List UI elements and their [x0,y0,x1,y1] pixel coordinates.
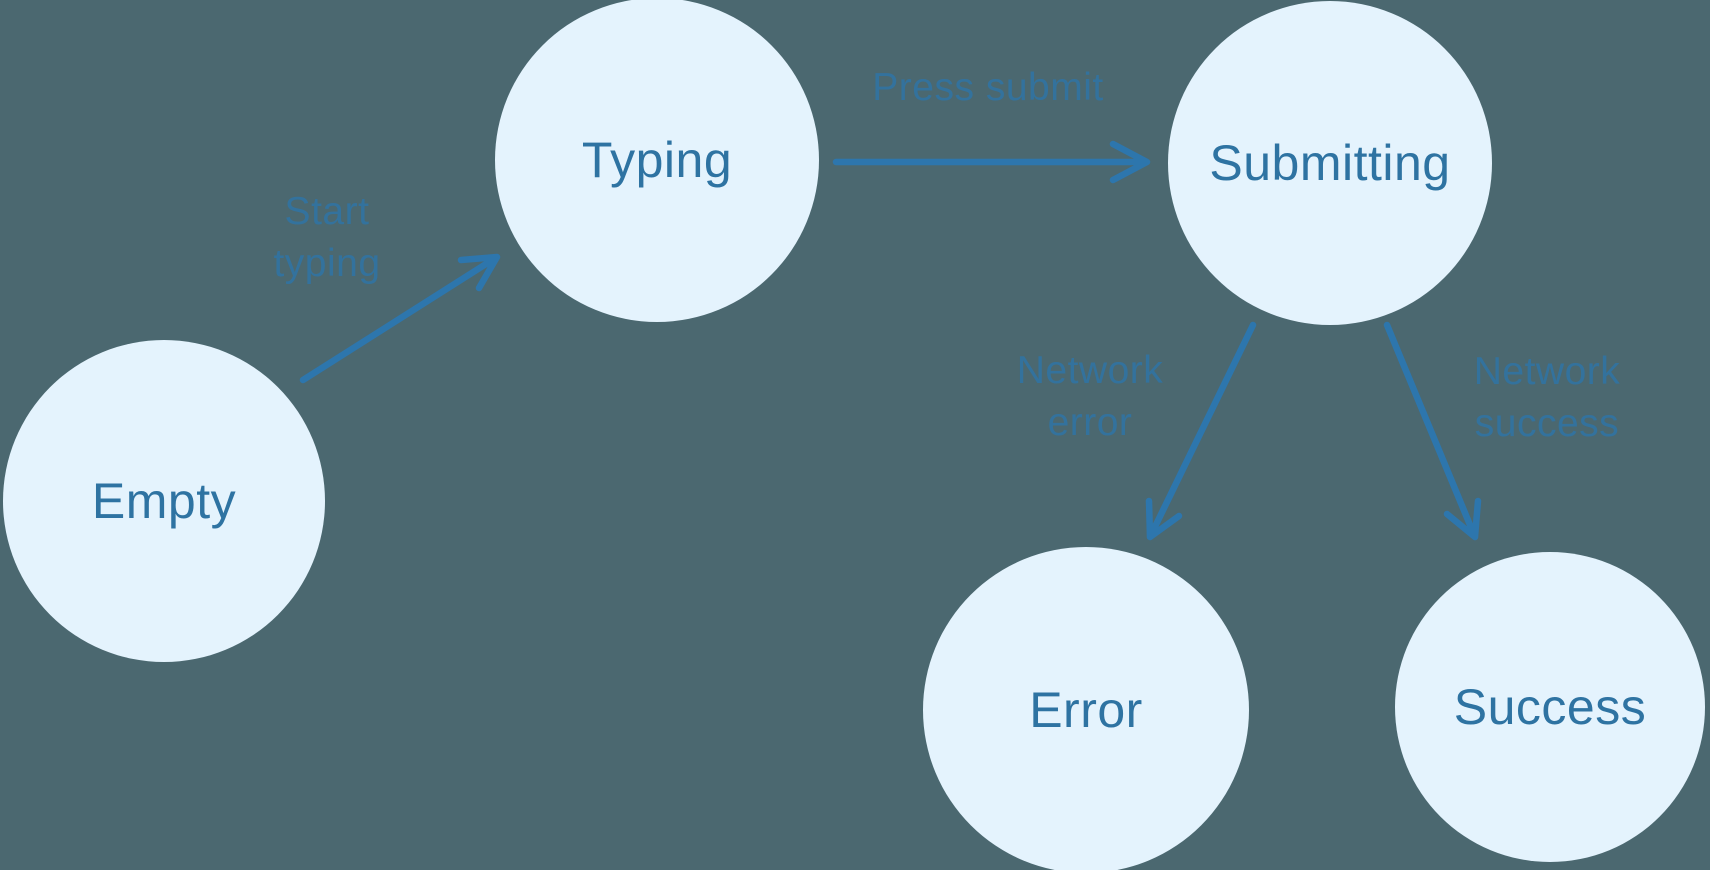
arrow-typing-to-submitting [832,140,1151,184]
edge-label-line: Network [1016,349,1164,392]
state-node-submitting: Submitting [1168,1,1492,325]
state-label-empty: Empty [91,473,237,529]
edge-label-line: success [1474,402,1620,445]
edge-label-line: Network [1473,350,1621,393]
state-label-error: Error [1029,682,1143,738]
edge-label-network-success: Network success [1474,346,1621,450]
arrow-submitting-to-success [1383,321,1482,541]
edge-label-line: Press submit [872,66,1104,109]
edge-label-line: typing [273,242,381,285]
edge-label-line: Start [284,190,370,233]
edge-label-start-typing: Start typing [273,186,380,290]
state-node-empty: Empty [3,340,325,662]
arrow-submitting-to-error [1145,321,1257,541]
state-node-typing: Typing [495,0,819,322]
state-node-success: Success [1395,552,1705,862]
edge-label-network-error: Network error [1017,345,1164,449]
edge-label-line: error [1047,401,1133,444]
edge-label-press-submit: Press submit [872,62,1103,114]
state-label-typing: Typing [581,132,733,188]
state-label-success: Success [1453,679,1647,735]
state-node-error: Error [923,547,1249,870]
state-label-submitting: Submitting [1209,135,1451,191]
